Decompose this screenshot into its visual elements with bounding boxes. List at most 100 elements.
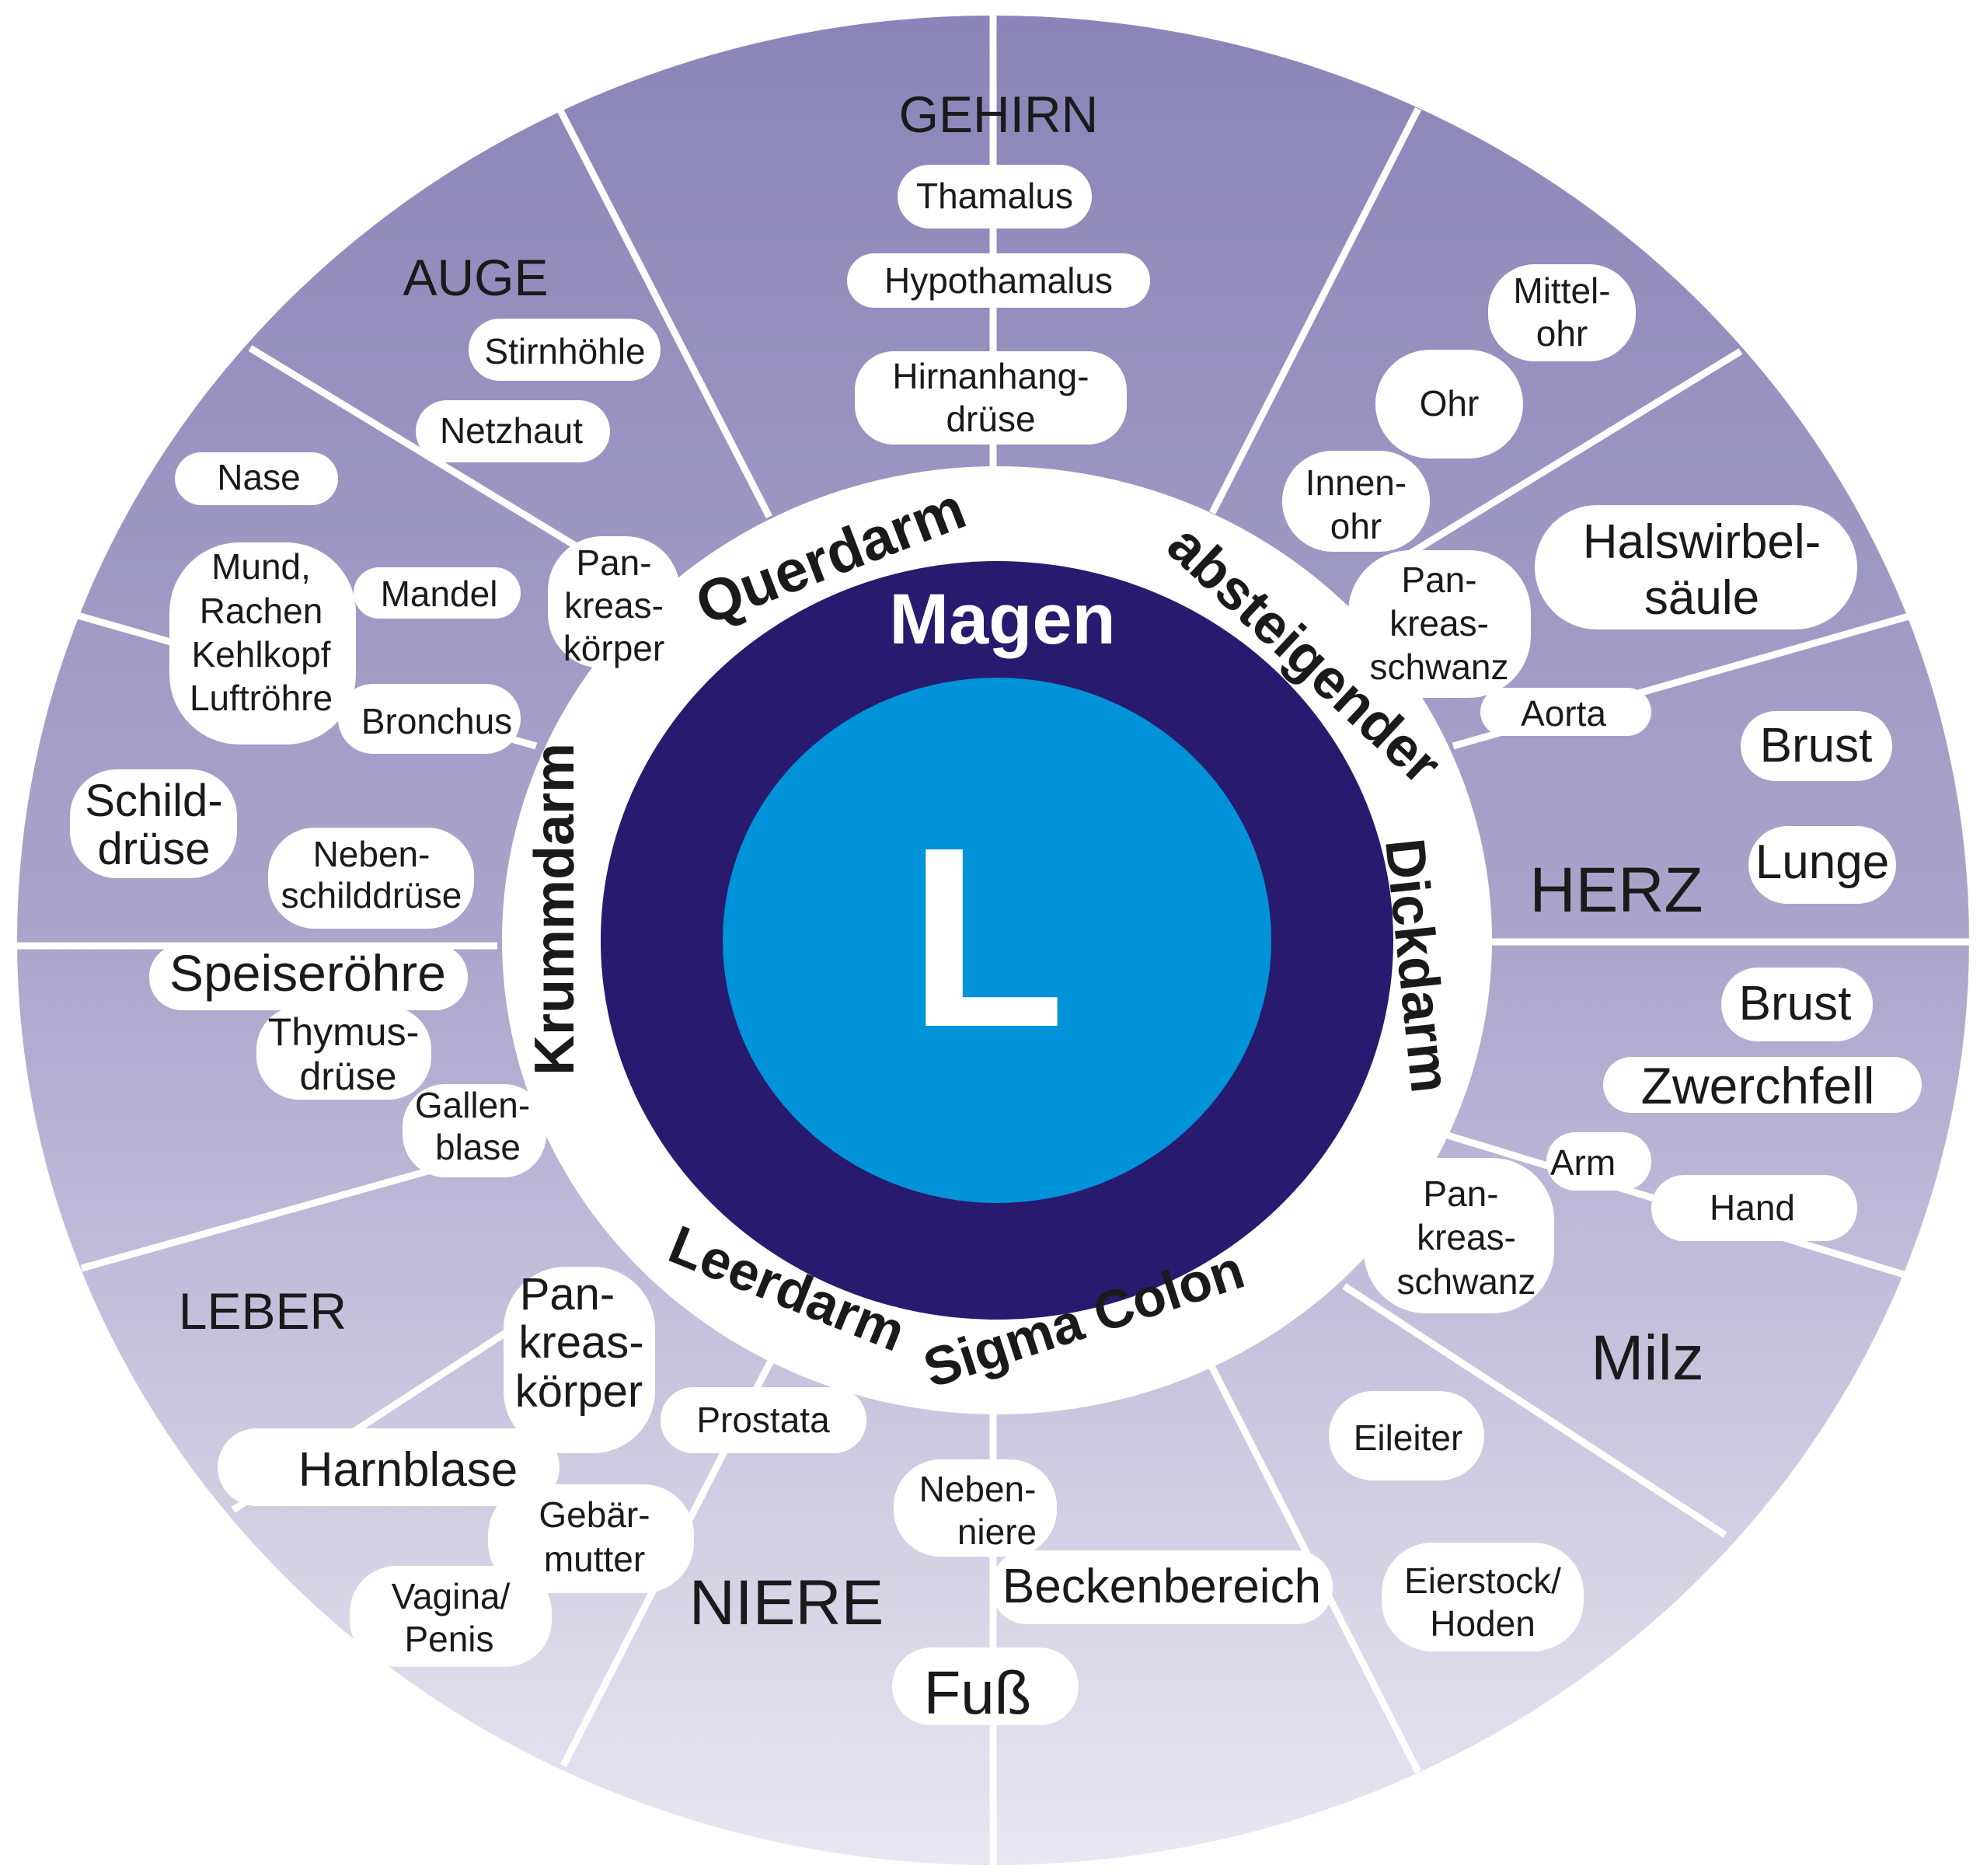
label-gebaermutter: mutter — [544, 1539, 645, 1579]
pill — [175, 452, 338, 505]
label-schilddruese: drüse — [97, 824, 210, 874]
pill — [256, 1006, 431, 1100]
label-innenohr: ohr — [1330, 506, 1382, 546]
pill — [1603, 1057, 1922, 1113]
sector-niere: NIERE — [689, 1567, 884, 1638]
pill — [1721, 968, 1873, 1041]
pill — [488, 1484, 694, 1593]
label-arm: Arm — [1550, 1142, 1616, 1183]
label-thymusdruese: Thymus- — [268, 1010, 419, 1054]
pill — [1282, 451, 1430, 552]
label-fuss: Fuß — [924, 1658, 1032, 1727]
pill — [991, 1550, 1333, 1624]
label-beckenbereich: Beckenbereich — [1002, 1560, 1321, 1613]
label-mittelohr: Mittel- — [1513, 270, 1610, 311]
label-thymusdruese: drüse — [299, 1055, 396, 1098]
label-stirnhoehle: Stirnhöhle — [484, 331, 645, 371]
pill — [1364, 1158, 1554, 1313]
label-pankreasschwanz-bottom: kreas- — [1417, 1217, 1516, 1257]
label-hirnanhang: drüse — [946, 399, 1035, 439]
pill — [894, 1459, 1057, 1557]
label-gallenblase: Gallen- — [415, 1085, 530, 1125]
pill — [661, 1387, 866, 1453]
center-disc — [723, 678, 1271, 1203]
pill — [403, 1084, 546, 1177]
label-nebenniere: Neben- — [919, 1469, 1037, 1509]
pill — [1546, 1132, 1651, 1191]
pill — [70, 769, 237, 878]
label-nebenschilddruese: schilddrüse — [281, 875, 462, 915]
label-pankreasschwanz-top: schwanz — [1370, 647, 1509, 687]
label-pankreas-koerper-bottom: körper — [515, 1366, 643, 1417]
label-mund: Luftröhre — [190, 678, 333, 718]
label-halswirbelsaeule: Halswirbel- — [1583, 515, 1821, 569]
pill — [1488, 264, 1636, 361]
label-brust-bottom: Brust — [1739, 977, 1852, 1030]
label-pankreas-koerper-bottom: kreas- — [518, 1317, 643, 1368]
label-zwerchfell: Zwerchfell — [1641, 1057, 1875, 1114]
label-eierstock: Eierstock/ — [1404, 1560, 1561, 1601]
label-pankreas-koerper-top: körper — [563, 628, 664, 668]
label-mittelohr: ohr — [1536, 313, 1588, 354]
pill — [1480, 688, 1651, 736]
label-lunge: Lunge — [1755, 835, 1889, 889]
label-nase: Nase — [217, 457, 300, 497]
pill — [1535, 505, 1857, 629]
label-mandel: Mandel — [381, 574, 498, 614]
sector-titles: GEHIRN AUGE HERZ Milz LEBER NIERE — [179, 85, 1704, 1638]
divider-line — [248, 345, 581, 551]
label-harnblase: Harnblase — [298, 1443, 518, 1497]
label-pankreas-koerper-top: kreas- — [564, 585, 664, 626]
sector-gehirn: GEHIRN — [899, 85, 1099, 143]
label-pills — [70, 165, 1922, 1725]
pill — [898, 165, 1092, 228]
pill — [354, 567, 521, 619]
label-speiseroehre: Speiseröhre — [169, 944, 446, 1002]
divider-line — [1208, 106, 1422, 515]
pill — [1348, 550, 1531, 698]
pill — [268, 828, 474, 929]
pill — [149, 944, 468, 1010]
label-mund: Mund, — [211, 546, 311, 587]
label-pankreasschwanz-top: Pan- — [1401, 560, 1476, 600]
label-nebenschilddruese: Neben- — [313, 834, 431, 874]
pill — [892, 1648, 1079, 1725]
center-letter: L — [908, 793, 1065, 1080]
organ-labels: Thamalus Hypothamalus Hirnanhang- drüse … — [85, 176, 1889, 1727]
label-mund: Rachen — [200, 591, 323, 631]
label-hirnanhang: Hirnanhang- — [892, 356, 1089, 396]
sector-milz: Milz — [1591, 1323, 1704, 1393]
divider-line — [556, 106, 773, 519]
pill — [1375, 350, 1523, 459]
sector-leber: LEBER — [179, 1282, 347, 1340]
label-pankreasschwanz-top: kreas- — [1389, 603, 1489, 643]
label-schilddruese: Schild- — [85, 776, 222, 826]
label-netzhaut: Netzhaut — [440, 410, 583, 451]
label-innenohr: Innen- — [1305, 462, 1407, 503]
label-halswirbelsaeule: säule — [1644, 571, 1759, 625]
label-hypothamalus: Hypothamalus — [884, 260, 1113, 301]
label-hand: Hand — [1710, 1187, 1795, 1228]
label-vagina-penis: Penis — [404, 1619, 493, 1659]
pill — [169, 542, 356, 744]
label-aorta: Aorta — [1521, 693, 1606, 734]
pill — [350, 1566, 552, 1667]
pill — [218, 1428, 559, 1506]
pill — [469, 319, 661, 381]
sector-herz: HERZ — [1529, 855, 1703, 926]
label-vagina-penis: Vagina/ — [392, 1576, 511, 1616]
pill — [855, 351, 1127, 445]
label-pankreas-koerper-top: Pan- — [576, 542, 651, 583]
stomach-label: Magen — [889, 580, 1115, 659]
pill — [847, 253, 1150, 308]
label-pankreasschwanz-bottom: schwanz — [1397, 1261, 1536, 1302]
label-gallenblase: blase — [435, 1127, 521, 1167]
ring-krummdarm: Krummdarm — [524, 743, 586, 1076]
label-gebaermutter: Gebär- — [539, 1494, 650, 1535]
pill — [1741, 711, 1892, 781]
pill — [548, 536, 680, 668]
divider-line — [1404, 348, 1743, 559]
label-eileiter: Eileiter — [1354, 1417, 1463, 1458]
pill — [1748, 826, 1896, 904]
